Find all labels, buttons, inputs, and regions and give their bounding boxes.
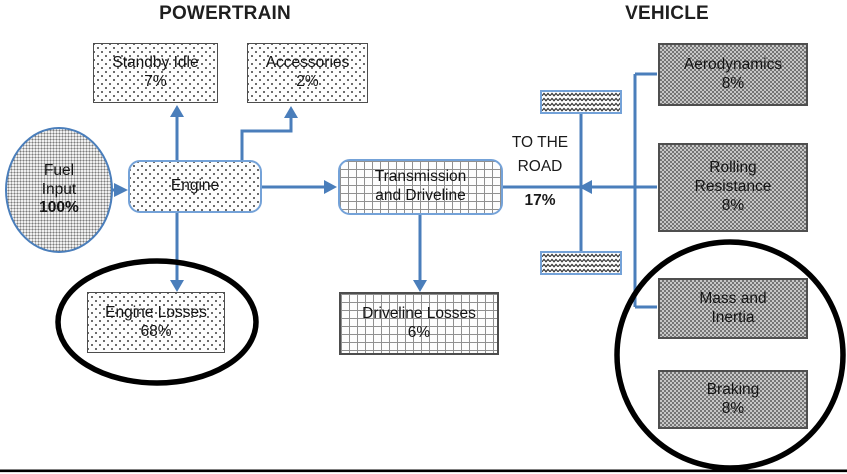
node-value: 2%: [296, 73, 319, 90]
arrowhead-accessories: [284, 106, 298, 118]
tire-tread-icon: [542, 92, 620, 112]
arrowhead-transmission: [324, 180, 337, 194]
node-driveline-losses: Driveline Losses 6%: [339, 292, 499, 355]
arrowhead-fuel-engine: [114, 183, 128, 197]
node-value: 68%: [140, 322, 172, 340]
node-value: 8%: [721, 399, 745, 417]
vehicle-losses-highlight-circle: [614, 239, 846, 471]
node-rolling-resistance: Rolling Resistance 8%: [658, 143, 808, 232]
node-label: Accessories: [265, 54, 350, 72]
node-accessories: Accessories 2%: [247, 43, 368, 103]
node-standby-idle: Standby Idle 7%: [93, 43, 218, 103]
arrowhead-engine-losses: [170, 280, 184, 292]
node-label: Fuel Input: [41, 161, 77, 198]
to-the-road-label: TO THE ROAD: [511, 134, 569, 176]
node-label: Transmission and Driveline: [374, 168, 467, 204]
node-fuel-input: Fuel Input 100%: [5, 127, 113, 253]
line-engine-to-accessories: [240, 117, 293, 160]
node-label: Driveline Losses: [362, 304, 476, 322]
node-value: 8%: [721, 74, 745, 92]
node-label: Engine Losses: [105, 303, 207, 321]
arrowhead-standby: [170, 105, 184, 117]
node-label: Engine: [170, 177, 220, 195]
node-label: Aerodynamics: [683, 55, 783, 73]
node-value: 7%: [144, 73, 167, 90]
wheel-top: [540, 90, 622, 114]
node-braking: Braking 8%: [658, 370, 808, 429]
node-label: Mass and Inertia: [699, 289, 767, 326]
section-title-vehicle: VEHICLE: [625, 3, 709, 24]
node-value: 6%: [407, 323, 431, 341]
node-label: Standby Idle: [112, 54, 199, 72]
node-value: 100%: [39, 199, 79, 217]
arrowhead-driveline-losses: [413, 280, 427, 292]
node-transmission: Transmission and Driveline: [338, 159, 503, 215]
node-label: Braking: [706, 380, 760, 398]
wheel-bottom: [540, 251, 622, 275]
to-the-road-value: 17%: [524, 192, 556, 209]
node-label: Rolling Resistance: [694, 159, 772, 196]
node-engine-losses: Engine Losses 68%: [87, 292, 225, 353]
node-value: 8%: [721, 196, 745, 214]
tire-tread-icon: [542, 253, 620, 273]
node-mass-inertia: Mass and Inertia: [658, 278, 808, 339]
node-engine: Engine: [128, 160, 262, 213]
node-aerodynamics: Aerodynamics 8%: [658, 43, 808, 106]
section-title-powertrain: POWERTRAIN: [159, 3, 291, 24]
